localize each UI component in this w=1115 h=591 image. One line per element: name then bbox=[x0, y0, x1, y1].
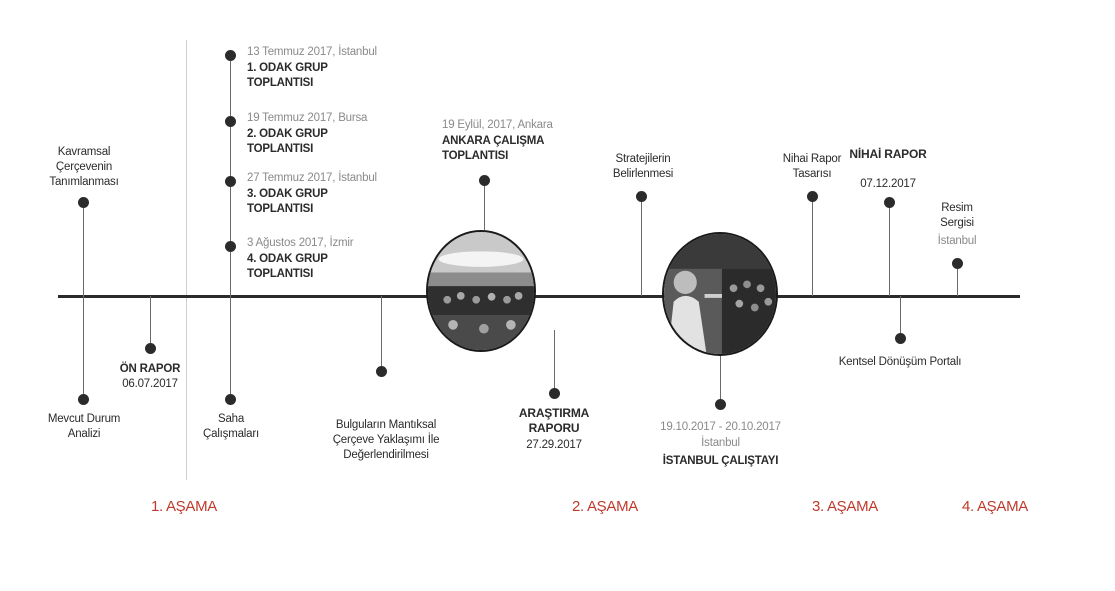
event-focus-group-1: 1. ODAK GRUP TOPLANTISI bbox=[247, 62, 328, 89]
event-dot bbox=[884, 197, 895, 208]
event-stem bbox=[484, 185, 485, 230]
event-stem bbox=[957, 268, 958, 296]
event-stem bbox=[641, 200, 642, 296]
event-dot bbox=[952, 258, 963, 269]
event-stem bbox=[381, 296, 382, 372]
ankara-meeting-photo bbox=[426, 230, 536, 352]
event-stem bbox=[900, 296, 901, 336]
event-dot bbox=[376, 366, 387, 377]
event-conceptual-framework: Kavramsal Çerçevenin Tanımlanması bbox=[49, 146, 119, 188]
event-date: 19 Eylül, 2017, Ankara bbox=[442, 119, 553, 131]
event-stem bbox=[150, 296, 151, 349]
stage-label-3: 3. AŞAMA bbox=[812, 498, 878, 515]
istanbul-workshop-photo bbox=[662, 232, 778, 356]
event-dot bbox=[225, 176, 236, 187]
event-dot bbox=[807, 191, 818, 202]
event-date: 06.07.2017 bbox=[122, 378, 178, 390]
event-findings-evaluation: Bulguların Mantıksal Çerçeve Yaklaşımı İ… bbox=[332, 419, 440, 461]
event-focus-group-3: 3. ODAK GRUP TOPLANTISI bbox=[247, 188, 328, 215]
event-focus-group-2: 2. ODAK GRUP TOPLANTISI bbox=[247, 128, 328, 155]
event-date: 13 Temmuz 2017, İstanbul bbox=[247, 46, 377, 58]
event-stem bbox=[83, 296, 84, 400]
event-date: 3 Ağustos 2017, İzmir bbox=[247, 237, 354, 249]
event-place: İstanbul bbox=[937, 235, 977, 247]
event-current-status: Mevcut Durum Analizi bbox=[47, 413, 121, 440]
event-stem bbox=[83, 203, 84, 296]
stage-label-1: 1. AŞAMA bbox=[151, 498, 217, 515]
stage-divider bbox=[186, 40, 187, 480]
event-date: 07.12.2017 bbox=[860, 178, 916, 190]
event-dot bbox=[225, 394, 236, 405]
event-art-exhibition: Resim Sergisi bbox=[940, 202, 974, 229]
event-place: İstanbul bbox=[701, 437, 740, 449]
event-urban-portal: Kentsel Dönüşüm Portalı bbox=[838, 356, 962, 368]
event-date: 27.29.2017 bbox=[526, 439, 582, 451]
event-dot bbox=[78, 394, 89, 405]
event-research-report: ARAŞTIRMA RAPORU bbox=[518, 406, 590, 435]
event-dot bbox=[479, 175, 490, 186]
event-dot bbox=[145, 343, 156, 354]
event-dot bbox=[715, 399, 726, 410]
event-dot bbox=[549, 388, 560, 399]
event-dot bbox=[225, 116, 236, 127]
event-final-report-draft: Nihai Rapor Tasarısı bbox=[782, 153, 842, 180]
event-field-work: Saha Çalışmaları bbox=[203, 413, 259, 440]
event-dot bbox=[225, 241, 236, 252]
event-date: 27 Temmuz 2017, İstanbul bbox=[247, 172, 377, 184]
event-date: 19.10.2017 - 20.10.2017 bbox=[660, 421, 781, 433]
event-final-report: NİHAİ RAPOR bbox=[849, 147, 927, 161]
focus-group-stem bbox=[230, 55, 231, 400]
event-dot bbox=[636, 191, 647, 202]
event-stem bbox=[812, 200, 813, 296]
event-istanbul-workshop: İSTANBUL ÇALIŞTAYI bbox=[662, 455, 779, 467]
event-strategies: Stratejilerin Belirlenmesi bbox=[612, 153, 674, 180]
event-date: 19 Temmuz 2017, Bursa bbox=[247, 112, 368, 124]
stage-label-4: 4. AŞAMA bbox=[962, 498, 1028, 515]
event-focus-group-4: 4. ODAK GRUP TOPLANTISI bbox=[247, 253, 328, 280]
event-dot bbox=[225, 50, 236, 61]
event-dot bbox=[895, 333, 906, 344]
stage-label-2: 2. AŞAMA bbox=[572, 498, 638, 515]
event-stem bbox=[889, 207, 890, 296]
timeline-axis bbox=[58, 295, 1020, 298]
event-stem bbox=[720, 356, 721, 402]
event-preliminary-report: ÖN RAPOR bbox=[119, 363, 181, 375]
event-stem bbox=[554, 330, 555, 392]
event-dot bbox=[78, 197, 89, 208]
event-ankara-meeting: ANKARA ÇALIŞMA TOPLANTISI bbox=[442, 135, 544, 162]
